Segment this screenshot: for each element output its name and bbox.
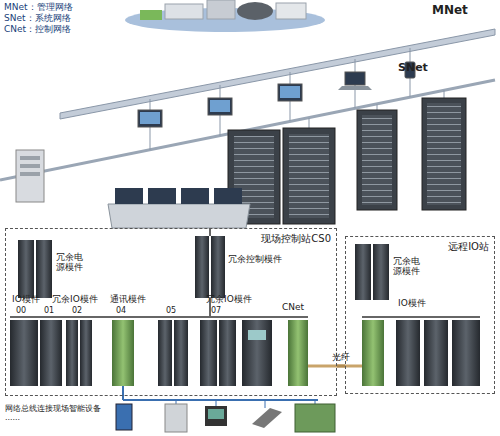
power-module <box>373 244 389 300</box>
monitor-screen <box>210 100 230 112</box>
comm-module <box>112 320 134 386</box>
field-screen <box>208 409 224 419</box>
console-screen <box>214 188 242 204</box>
io-module <box>10 320 38 386</box>
drop-wire <box>377 104 378 110</box>
factory-building <box>207 0 235 19</box>
part-label: 冗余IO模件 <box>206 294 252 304</box>
field-gateway <box>252 408 282 428</box>
controller-module <box>195 236 209 298</box>
io-module <box>242 320 272 386</box>
comm-module <box>362 320 384 386</box>
station-heading: 现场控制站CS0 <box>11 232 331 246</box>
fieldbus-wire <box>123 399 318 401</box>
part-label: 冗余控制模件 <box>228 254 282 264</box>
laptop-base <box>338 86 372 90</box>
fieldbus-wire <box>176 400 177 404</box>
monitor <box>278 84 302 101</box>
station-heading: 远程IO站 <box>351 240 489 254</box>
server-slot <box>20 164 40 168</box>
fieldbus-wire <box>122 386 124 400</box>
io-module <box>80 320 92 386</box>
module-display <box>248 330 266 340</box>
part-label: 05 <box>166 306 176 315</box>
factory-tank <box>237 2 273 20</box>
monitor-screen <box>280 86 300 98</box>
monitor-screen <box>140 112 160 124</box>
power-module <box>36 240 52 298</box>
connector-label: 光纤 <box>332 351 350 364</box>
part-label: 冗余电源模件 <box>56 252 86 273</box>
io-module <box>452 320 480 386</box>
controller-module <box>211 236 225 298</box>
io-module <box>200 320 217 386</box>
part-label: 07 <box>211 306 221 315</box>
io-module <box>174 320 188 386</box>
fibre-connector <box>337 365 345 368</box>
part-label: 02 <box>72 306 82 315</box>
drop-wire <box>309 118 310 128</box>
comm-module <box>288 320 308 386</box>
server-slot <box>20 156 40 160</box>
field-recorder <box>205 406 227 426</box>
part-label: CNet：控制网络 <box>4 24 71 34</box>
console-screen <box>181 188 209 204</box>
io-module <box>396 320 420 386</box>
field-rack <box>295 404 335 432</box>
drop-wire <box>444 90 445 98</box>
part-label: 冗余电源模件 <box>393 256 423 277</box>
part-label: SNet：系统网络 <box>4 13 71 23</box>
field-cabinet <box>165 404 187 432</box>
monitor <box>208 98 232 115</box>
cabinet-rack <box>362 115 392 205</box>
console-screen <box>148 188 176 204</box>
part-label: 00 <box>16 306 26 315</box>
io-module <box>424 320 448 386</box>
server <box>16 150 44 202</box>
part-label: SNet <box>398 62 428 75</box>
cnet-backplane <box>10 316 308 318</box>
cabinet <box>422 98 466 210</box>
remote-backplane <box>362 316 480 318</box>
part-label: 通讯模件 <box>110 294 146 304</box>
console-wire <box>209 228 211 236</box>
part-label: 冗余IO模件 <box>52 294 98 304</box>
part-label: IO模件 <box>12 294 40 304</box>
factory-building <box>276 3 306 19</box>
cabinet-rack <box>289 134 329 218</box>
cabinet <box>283 128 335 224</box>
fieldbus-wire <box>216 400 217 406</box>
part-label: 01 <box>44 306 54 315</box>
fieldbus-wire <box>315 400 316 404</box>
part-label: MNet：管理网络 <box>4 2 73 12</box>
power-module <box>18 240 34 298</box>
monitor <box>138 110 162 127</box>
io-module <box>219 320 236 386</box>
operator-console <box>108 204 250 228</box>
part-label: 网络总线连接现场智能设备 …… <box>5 405 117 422</box>
power-module <box>355 244 371 300</box>
io-module <box>40 320 62 386</box>
server-slot <box>20 172 40 176</box>
part-label: IO模件 <box>398 298 426 308</box>
io-module <box>66 320 78 386</box>
io-module <box>158 320 172 386</box>
factory-green <box>140 10 162 20</box>
part-label: CNet <box>282 302 304 312</box>
factory-building <box>165 4 203 19</box>
fieldbus-wire <box>265 400 266 408</box>
console-screen <box>115 188 143 204</box>
laptop <box>345 72 365 85</box>
field-drive <box>116 404 132 430</box>
part-label: MNet <box>432 4 468 18</box>
part-label: 04 <box>116 306 126 315</box>
cabinet <box>357 110 397 210</box>
cabinet-rack <box>427 103 461 205</box>
